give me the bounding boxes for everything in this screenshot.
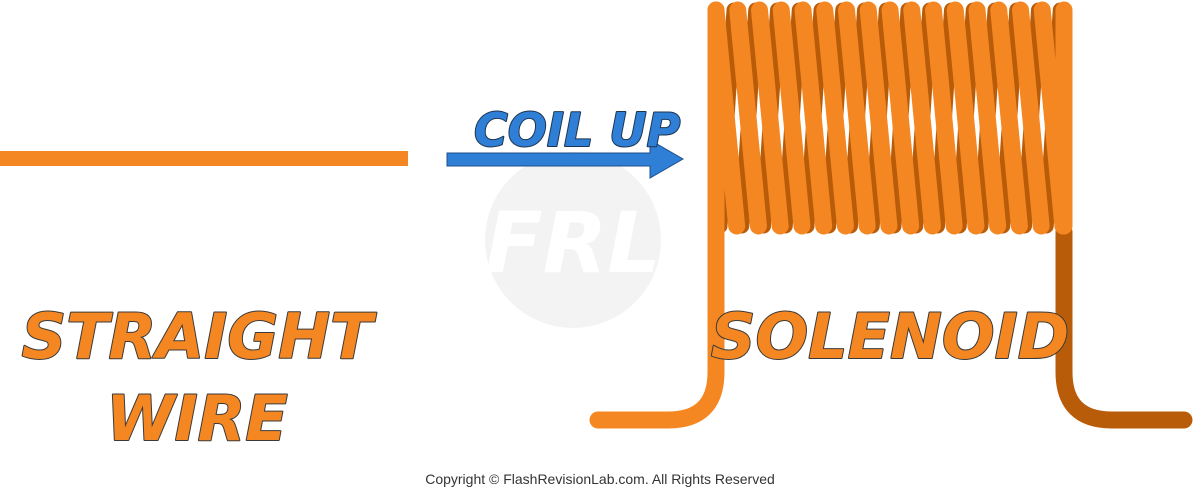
straight-wire-label-line2: WIRE	[106, 382, 288, 455]
watermark-text: FRL	[485, 194, 661, 292]
watermark: FRL	[485, 152, 661, 328]
solenoid-front-strand	[816, 1, 854, 235]
solenoid-front-strand	[1012, 1, 1050, 235]
straight-wire	[0, 151, 408, 166]
copyright-text: Copyright © FlashRevisionLab.com. All Ri…	[425, 471, 775, 487]
solenoid-front-strand	[903, 1, 941, 235]
coil-up-arrow: COIL UP	[446, 102, 685, 179]
solenoid-front-strand	[946, 1, 985, 235]
straight-wire-label-line1: STRAIGHT	[22, 300, 378, 373]
solenoid-front-strand	[881, 1, 920, 235]
solenoid-front-strand	[859, 1, 898, 235]
solenoid-front-strand	[925, 1, 963, 235]
solenoid-front-strand	[772, 1, 811, 235]
solenoid-front-strand	[794, 1, 833, 235]
solenoid-front-strand	[751, 1, 789, 235]
solenoid-front-strand	[838, 1, 876, 235]
solenoid-front-strand	[707, 1, 746, 235]
solenoid-right-lead	[1055, 223, 1193, 429]
solenoid-leads	[589, 1, 1193, 429]
solenoid-front-strand	[729, 1, 767, 235]
solenoid-front-strands	[707, 1, 1073, 235]
solenoid-front-strand	[968, 1, 1007, 235]
arrow-shape	[446, 139, 685, 179]
solenoid-label: SOLENOID	[711, 300, 1069, 373]
arrow-label: COIL UP	[474, 103, 681, 157]
solenoid-front-strand	[990, 1, 1028, 235]
watermark-circle	[485, 152, 661, 328]
solenoid-left-lead	[589, 1, 725, 429]
